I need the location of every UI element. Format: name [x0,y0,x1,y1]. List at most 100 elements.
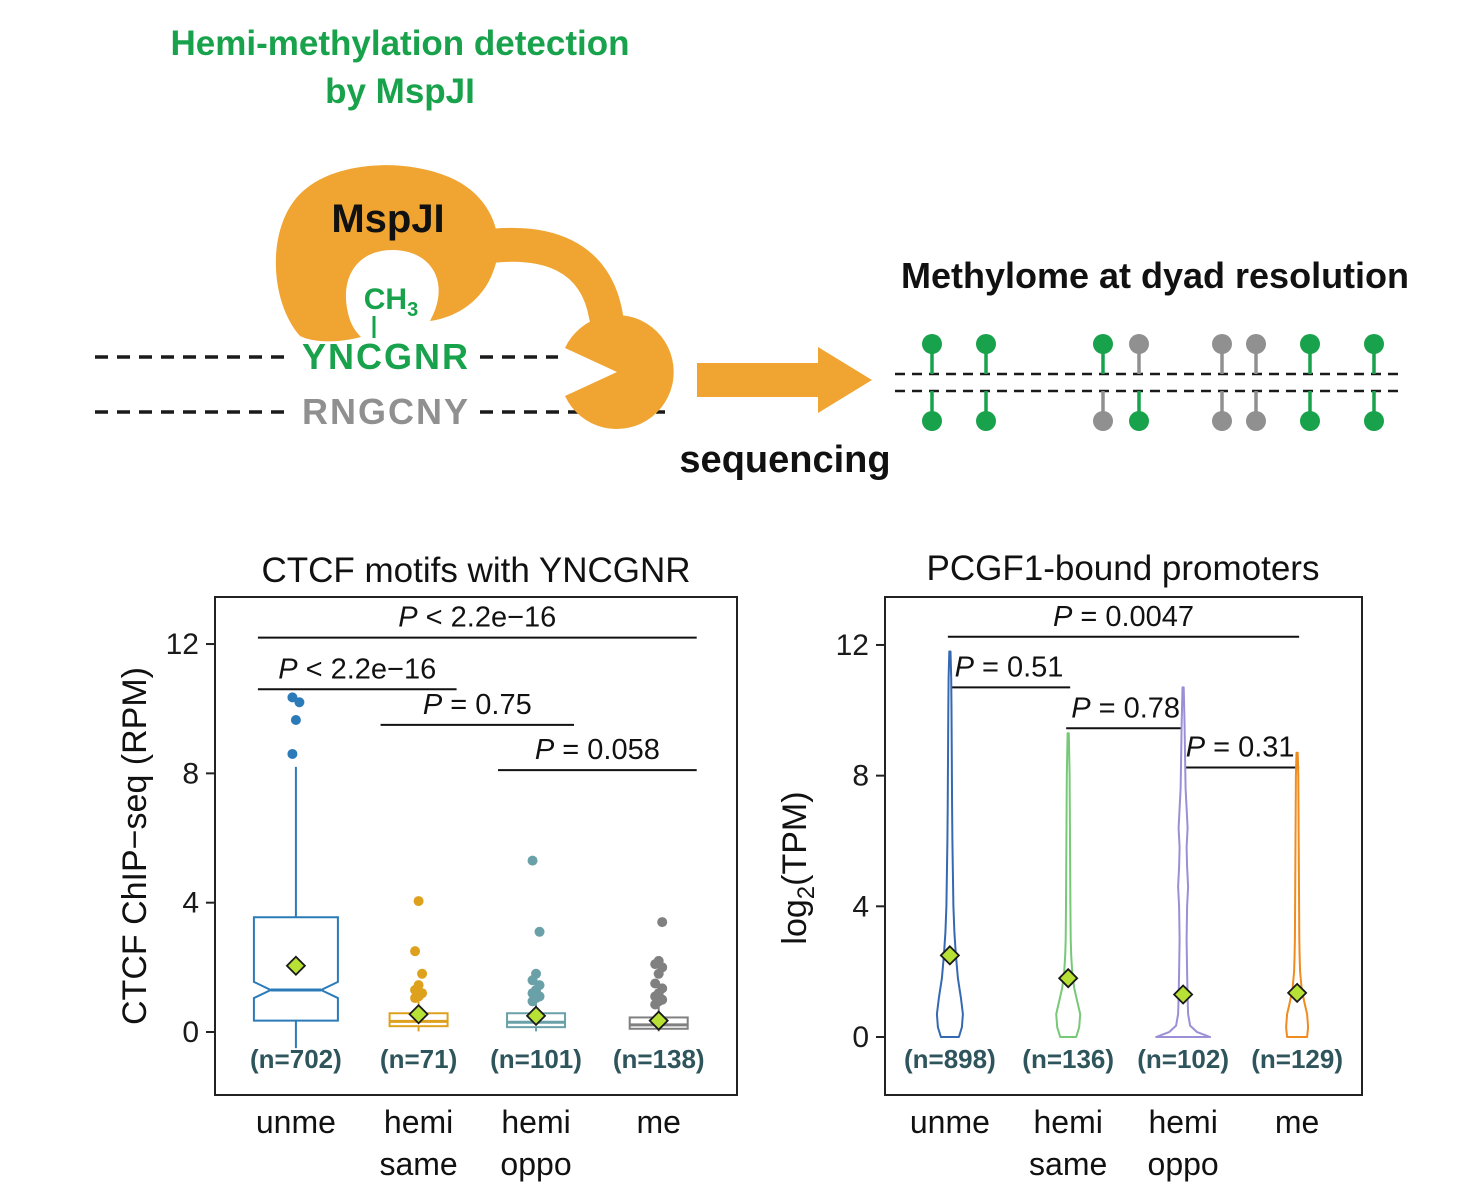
y-tick-label: 8 [182,757,199,790]
mean-diamond [648,1010,669,1031]
n-count-label: (n=101) [490,1044,582,1074]
x-category-label: unme [256,1104,336,1140]
x-category-label: hemi [1033,1104,1102,1140]
outlier-dot [287,748,298,759]
outlier-dot [287,692,298,703]
n-count-label: (n=129) [1251,1044,1343,1074]
outlier-dot [290,715,301,726]
p-italic: P [398,602,418,634]
p-italic: P [1071,692,1091,724]
outlier-dot [417,968,428,979]
x-category-label: hemi [384,1104,453,1140]
violin-ylabel-post: (TPM) [776,791,814,885]
p-italic: P [278,653,298,685]
mean-diamond [408,1003,429,1025]
boxplot-chart: CTCF motifs with YNCGNR CTCF ChIP−seq (R… [116,551,738,1182]
dyad-dot-bottom [922,411,942,431]
x-category-label: hemi [501,1104,570,1140]
ch3-label: CH3 [364,283,418,321]
violin-chart: PCGF1-bound promoters log2(TPM) 04812unm… [776,549,1363,1182]
outlier-dot [413,896,424,907]
p-italic: P [423,689,443,721]
p-value-label: P = 0.75 [423,689,532,721]
p-value-label: P = 0.51 [955,651,1064,683]
dyad-dot-bottom [1364,411,1384,431]
p-value-text: < 2.2e−16 [298,653,437,685]
violin-y-axis-label: log2(TPM) [776,791,820,944]
dyad-dot-bottom [1300,411,1320,431]
p-value-label: P = 0.78 [1071,692,1180,724]
x-category-label: same [1029,1146,1107,1182]
dyad-dot-top [922,334,942,354]
p-value-label: P < 2.2e−16 [398,602,556,634]
y-tick-label: 0 [852,1021,869,1054]
n-count-label: (n=898) [904,1044,996,1074]
violin-ylabel-sub: 2 [793,886,820,899]
n-count-label: (n=702) [250,1044,342,1074]
mean-diamond [525,1005,547,1027]
enzyme-label: MspJI [331,197,444,241]
mspji-enzyme-arm [458,227,623,333]
p-value-label: P = 0.058 [535,734,660,766]
dyad-dot-top [1364,334,1384,354]
y-tick-label: 0 [182,1016,199,1049]
dyad-dot-top [1129,334,1149,354]
sequencing-arrow [697,347,872,413]
outlier-dot [413,980,424,991]
mean-diamond [1057,967,1079,989]
diagram-title-line1: Hemi-methylation detection [171,24,630,63]
outlier-dot [534,980,545,991]
p-value-text: = 0.51 [974,651,1064,683]
x-category-label: me [636,1104,680,1140]
dyad-dot-bottom [1212,411,1232,431]
n-count-label: (n=138) [613,1044,705,1074]
outlier-dot [534,926,545,937]
dyad-dot-bottom [1129,411,1149,431]
ch3-subscript: 3 [407,299,418,321]
y-tick-label: 4 [182,887,199,920]
boxplot-y-axis-label: CTCF ChIP−seq (RPM) [116,667,154,1025]
p-italic: P [1053,601,1073,633]
p-value-text: < 2.2e−16 [418,602,557,634]
y-tick-label: 12 [836,629,869,662]
p-value-text: = 0.78 [1091,692,1181,724]
mspji-enzyme-claw [565,315,674,429]
violin-shape [935,650,964,1038]
n-count-label: (n=71) [380,1044,457,1074]
outlier-dot [650,978,661,989]
outlier-dot [657,917,668,928]
dyad-lollipops [922,334,1384,431]
p-italic: P [955,651,975,683]
violin-title: PCGF1-bound promoters [927,549,1320,588]
violin-shape [1155,686,1212,1038]
dyad-dot-top [976,334,996,354]
outlier-dot [657,983,668,994]
violin-panel-border [884,596,1363,1096]
mean-diamond [1172,984,1194,1005]
violin-ylabel-pre: log [776,899,814,944]
outlier-dot [410,946,421,957]
x-category-label: oppo [1148,1146,1219,1182]
bottom-strand-motif: RNGCNY [302,391,470,432]
p-value-label: P = 0.0047 [1053,601,1194,633]
p-italic: P [535,734,555,766]
dyad-dot-bottom [1093,411,1113,431]
mean-diamond [285,955,307,976]
x-category-label: me [1275,1104,1319,1140]
dyad-dot-top [1212,334,1232,354]
boxplot-title: CTCF motifs with YNCGNR [261,551,690,590]
top-strand-motif: YNCGNR [302,336,470,377]
schematic-diagram: Hemi-methylation detection by MspJI YNCG… [95,24,1409,481]
dyad-dot-top [1246,334,1266,354]
mean-diamond [939,945,961,966]
outlier-dot [653,955,664,966]
mspji-enzyme-body [275,165,499,342]
p-value-label: P = 0.31 [1186,731,1295,763]
boxplot-panel-border [214,596,738,1096]
mean-diamond [1286,982,1308,1004]
